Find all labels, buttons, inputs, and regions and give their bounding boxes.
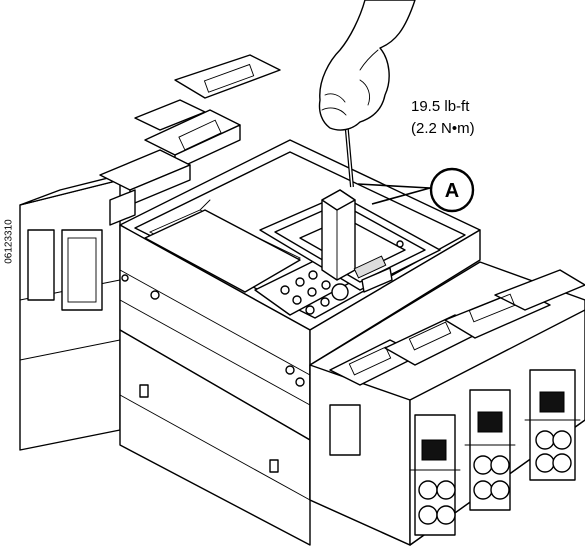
callout-letter: A (445, 180, 459, 202)
torque-imperial: 19.5 lb-ft (411, 98, 470, 115)
callout-a: A (357, 167, 475, 213)
screwdriver-hand (318, 0, 416, 188)
torque-metric: (2.2 N•m) (411, 120, 475, 137)
figure-id: 06123310 (3, 219, 15, 264)
back-terminal-lugs (99, 54, 281, 226)
torque-label: 19.5 lb-ft (2.2 N•m) (411, 96, 475, 140)
right-terminal-blocks (309, 261, 585, 546)
handle-mechanism (259, 189, 441, 293)
